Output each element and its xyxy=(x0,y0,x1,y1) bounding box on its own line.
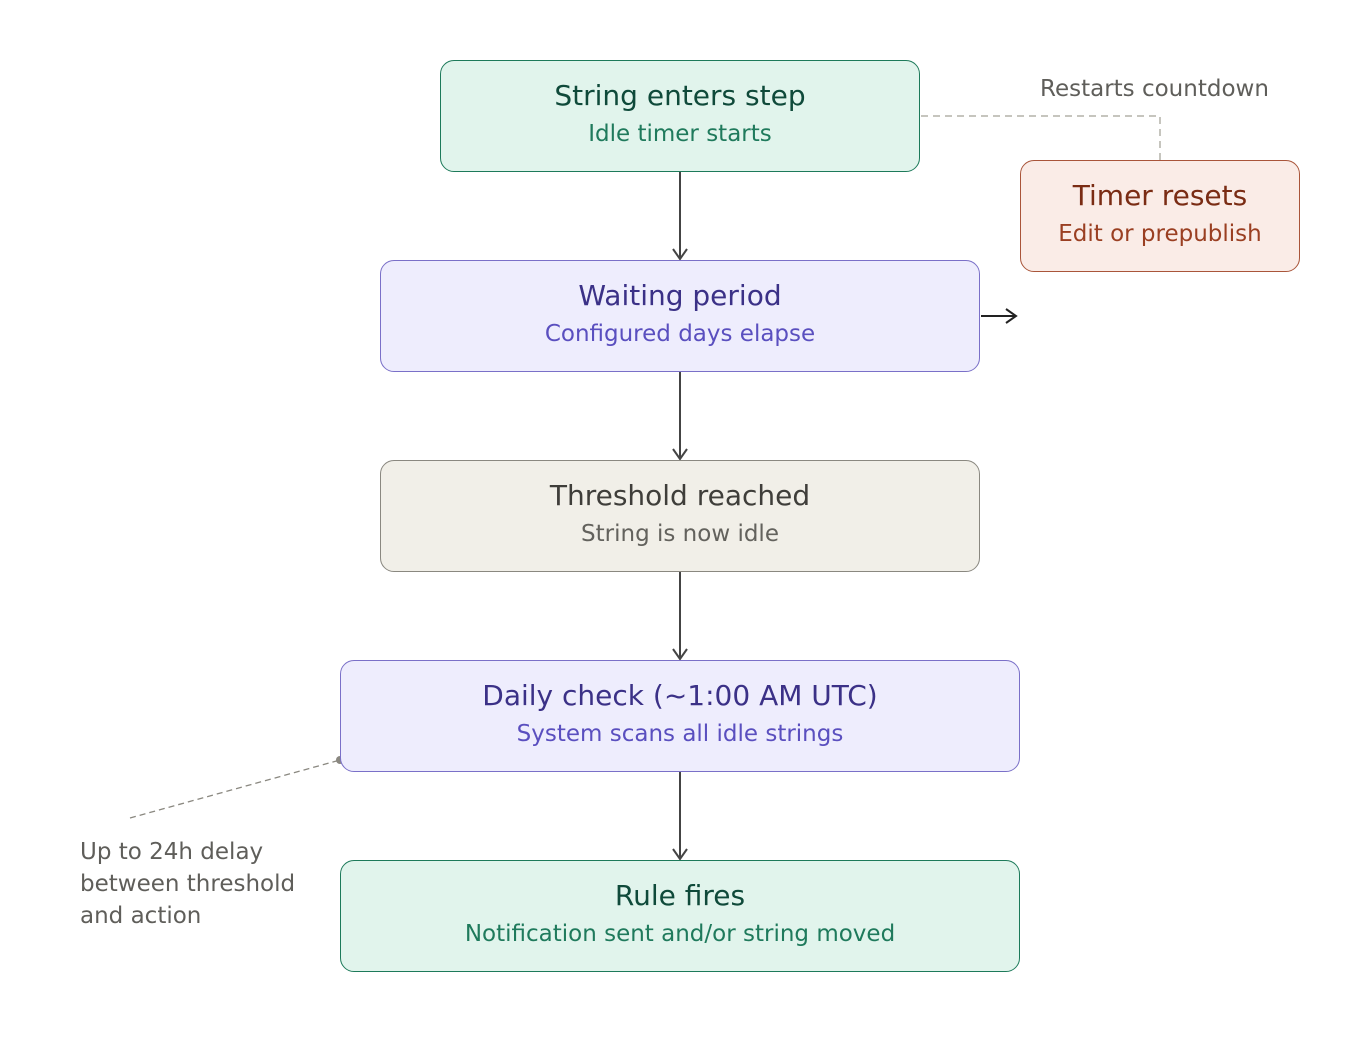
node-waiting-period: Waiting period Configured days elapse xyxy=(380,260,980,372)
delay-note: Up to 24h delay between threshold and ac… xyxy=(80,836,295,932)
delay-note-line: Up to 24h delay xyxy=(80,839,264,865)
node-subtitle: Configured days elapse xyxy=(544,321,816,347)
node-threshold-reached: Threshold reached String is now idle xyxy=(380,460,980,572)
node-daily-check: Daily check (~1:00 AM UTC) System scans … xyxy=(340,660,1020,772)
arrowhead-daily-to-fires xyxy=(672,848,688,861)
node-title: String enters step xyxy=(554,79,806,112)
node-rule-fires: Rule fires Notification sent and/or stri… xyxy=(340,860,1020,972)
node-string-enters-step: String enters step Idle timer starts xyxy=(440,60,920,172)
delay-leader-line xyxy=(129,759,341,819)
node-title: Daily check (~1:00 AM UTC) xyxy=(482,679,878,712)
node-subtitle: Notification sent and/or string moved xyxy=(464,921,896,947)
node-title: Timer resets xyxy=(1072,179,1248,212)
arrowhead-waiting-to-threshold xyxy=(672,448,688,461)
restart-countdown-connector xyxy=(921,115,1161,160)
arrowhead-enter-to-waiting xyxy=(672,248,688,261)
arrowhead-threshold-to-daily xyxy=(672,648,688,661)
node-subtitle: String is now idle xyxy=(581,521,779,547)
node-timer-resets: Timer resets Edit or prepublish xyxy=(1020,160,1300,272)
arrowhead-waiting-to-reset xyxy=(1005,308,1018,324)
node-title: Threshold reached xyxy=(549,479,811,512)
delay-note-line: and action xyxy=(80,903,202,929)
node-subtitle: Idle timer starts xyxy=(588,121,772,147)
delay-note-line: between threshold xyxy=(80,871,296,897)
node-subtitle: Edit or prepublish xyxy=(1058,221,1262,247)
node-title: Waiting period xyxy=(578,279,782,312)
node-title: Rule fires xyxy=(614,879,746,912)
restarts-countdown-label: Restarts countdown xyxy=(1040,76,1269,102)
node-subtitle: System scans all idle strings xyxy=(516,721,844,747)
